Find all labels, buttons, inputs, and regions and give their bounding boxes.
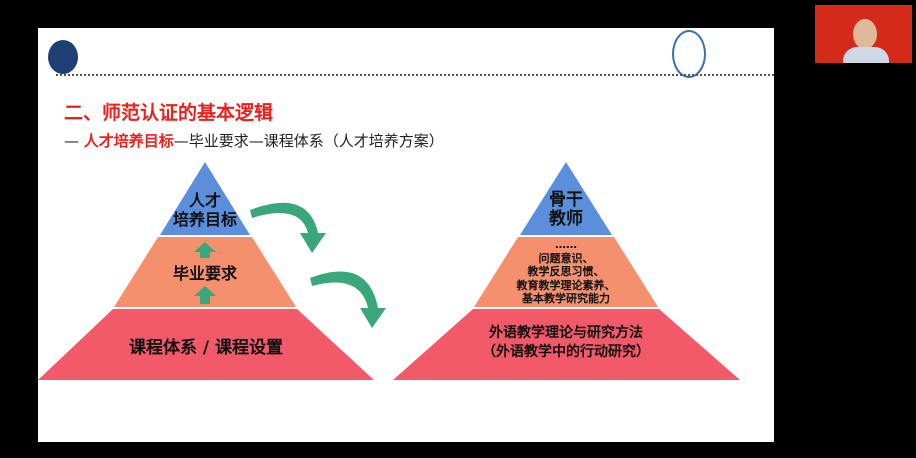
left-pyramid-middle-label: 毕业要求 [172,264,237,283]
presenter-body [843,47,889,63]
up-arrow-icon [194,286,216,304]
header-divider [56,74,774,76]
right-pyramid-bottom [393,309,740,380]
curved-arrow-icon [310,271,386,328]
left-pyramid-top-label: 人才 培养目标 [172,191,237,229]
left-pyramid-top [160,162,250,235]
left-pyramid-bottom-label: 课程体系 / 课程设置 [128,338,284,358]
up-arrow-icon [194,242,216,258]
right-pyramid-middle [474,237,658,307]
webcam-thumbnail[interactable] [815,5,912,63]
right-pyramid-top-label: 骨干 教师 [549,190,583,229]
right-pyramid-bottom-label: 外语教学理论与研究方法 （外语教学中的行动研究） [482,325,650,360]
left-pyramid-middle [114,237,296,307]
presentation-slide: 二、师范认证的基本逻辑 — 人才培养目标—毕业要求—课程体系（人才培养方案） 人… [38,28,774,442]
slide-title: 二、师范认证的基本逻辑 [64,102,274,124]
curved-arrow-icon [250,202,326,253]
university-logo [672,30,706,78]
right-pyramid-top [520,162,612,235]
right-pyramid-middle-label: …… 问题意识、 教学反思习惯、 教育教学理论素养、 基本教学研究能力 [516,238,616,305]
presenter-head [853,19,877,49]
slide-decoration-circle [48,40,78,74]
left-pyramid-bottom [38,309,374,380]
slide-subtitle: — 人才培养目标—毕业要求—课程体系（人才培养方案） [64,132,444,150]
pyramids-graphic [38,162,740,380]
